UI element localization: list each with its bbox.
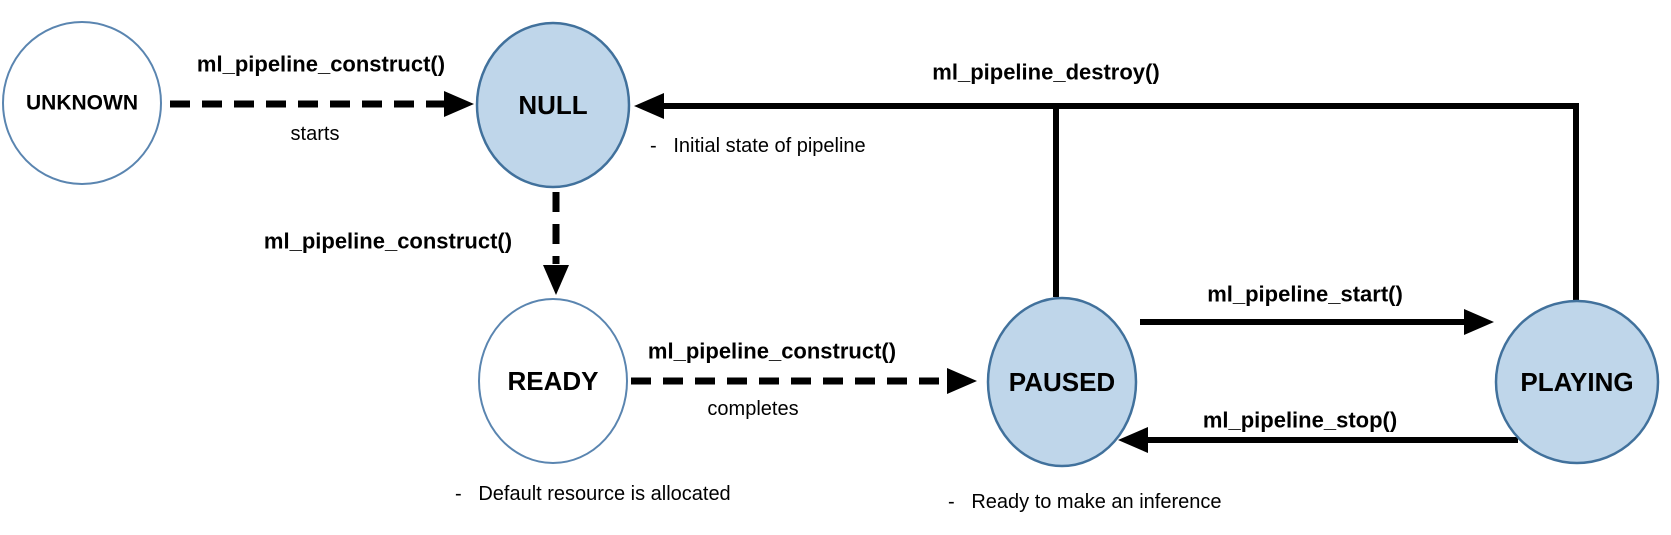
transition-sublabel-starts: starts — [291, 123, 340, 145]
null-circle — [475, 21, 631, 189]
arrowhead-null-to-ready — [543, 265, 569, 295]
state-node-playing: PLAYING — [1494, 299, 1660, 465]
ready-circle — [478, 298, 628, 464]
arrowhead-paused-to-playing — [1464, 309, 1494, 335]
state-label-playing: PLAYING — [1520, 367, 1633, 397]
paused-circle — [986, 296, 1138, 468]
state-description-paused: - Ready to make an inference — [948, 491, 1221, 513]
transition-label-unknown-to-null: ml_pipeline_construct() — [197, 52, 445, 77]
transition-label-ready-to-paused: ml_pipeline_construct() — [648, 339, 896, 364]
arrowhead-playing-to-paused — [1118, 427, 1148, 453]
state-label-ready: READY — [507, 366, 598, 396]
transition-sublabel-completes: completes — [707, 398, 798, 420]
state-description-ready: - Default resource is allocated — [455, 483, 731, 505]
arrowhead-destroy-to-null — [634, 93, 664, 119]
state-node-unknown: UNKNOWN — [2, 21, 162, 185]
transition-label-destroy: ml_pipeline_destroy() — [932, 60, 1159, 85]
state-description-null: - Initial state of pipeline — [650, 135, 866, 157]
transition-label-start: ml_pipeline_start() — [1207, 282, 1403, 307]
state-node-ready: READY — [478, 298, 628, 464]
state-label-unknown: UNKNOWN — [26, 92, 138, 115]
transition-label-null-to-ready: ml_pipeline_construct() — [264, 229, 512, 254]
playing-circle — [1494, 299, 1660, 465]
transition-label-stop: ml_pipeline_stop() — [1203, 408, 1397, 433]
state-node-null: NULL — [475, 21, 631, 189]
transition-unknown-to-null: ml_pipeline_construct() starts — [170, 52, 474, 145]
arrowhead-unknown-to-null — [444, 91, 474, 117]
arrowhead-ready-to-paused — [947, 368, 977, 394]
transition-destroy-to-null: ml_pipeline_destroy() — [634, 60, 1579, 301]
transition-ready-to-paused: ml_pipeline_construct() completes — [631, 339, 977, 420]
transition-null-to-ready: ml_pipeline_construct() — [264, 192, 569, 295]
unknown-circle — [2, 21, 162, 185]
transition-playing-to-paused: ml_pipeline_stop() — [1118, 408, 1518, 453]
destroy-edge-line-playing — [662, 103, 1579, 301]
state-label-null: NULL — [518, 90, 587, 120]
transition-paused-to-playing: ml_pipeline_start() — [1140, 282, 1494, 335]
state-node-paused: PAUSED — [986, 296, 1138, 468]
state-label-paused: PAUSED — [1009, 367, 1115, 397]
